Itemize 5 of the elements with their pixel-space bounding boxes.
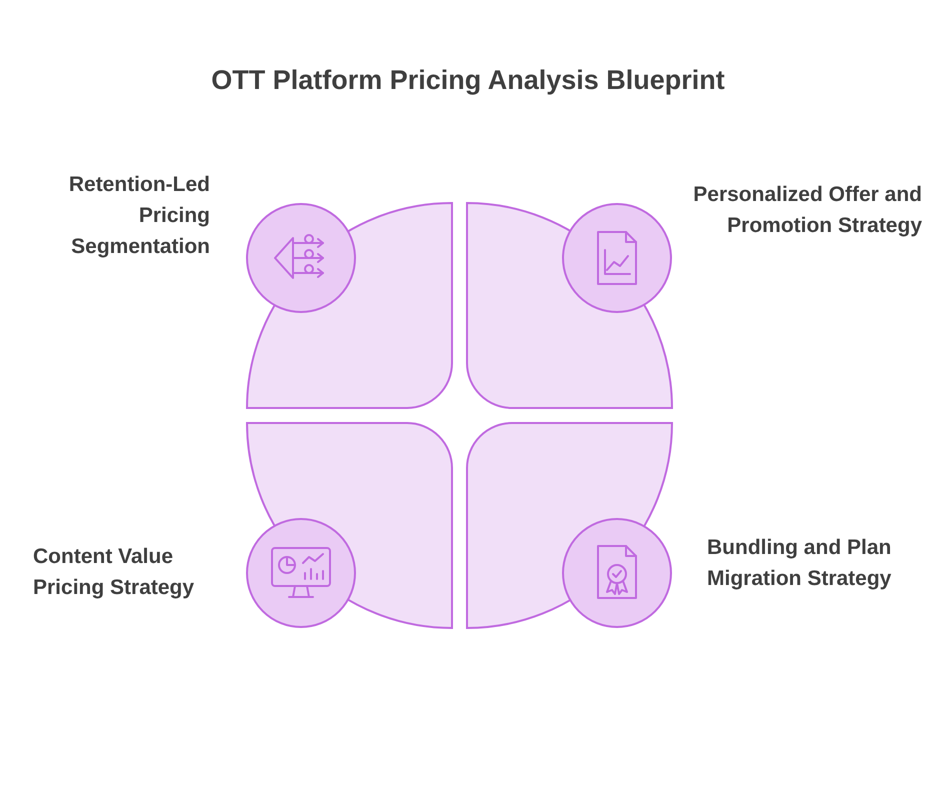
quadrant-heading: Bundling and Plan Migration Strategy <box>707 536 892 590</box>
title: OTT Platform Pricing Analysis Blueprint <box>211 65 725 95</box>
quadrant-heading: Content Value Pricing Strategy <box>33 545 194 599</box>
quadrant-heading: Personalized Offer and Promotion Strategy <box>693 183 922 237</box>
quadrant-heading: Retention-Led Pricing Segmentation <box>68 173 210 258</box>
